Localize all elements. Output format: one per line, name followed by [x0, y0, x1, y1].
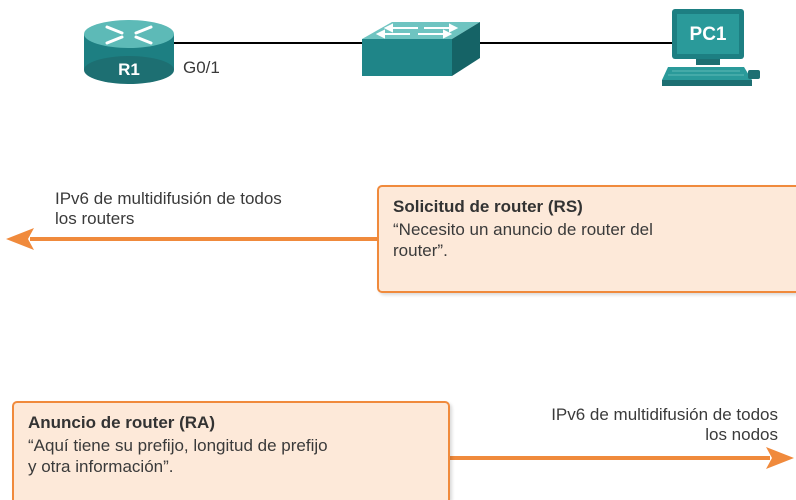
rs-message-title: Solicitud de router (RS) — [393, 197, 583, 216]
ra-destination-address: IPv6 de multidifusión de todos los nodos — [551, 405, 778, 444]
ra-message-text: “Aquí tiene su prefijo, longitud de pref… — [28, 436, 328, 476]
ra-message-title: Anuncio de router (RA) — [28, 413, 215, 432]
interface-g0-1-label: G0/1 — [183, 58, 220, 77]
rs-arrow — [6, 228, 378, 250]
router-r1-icon: R1 — [84, 20, 174, 84]
pc1-label: PC1 — [690, 24, 727, 45]
pc1-icon: PC1 — [662, 9, 760, 86]
rs-message-box: Solicitud de router (RS) “Necesito un an… — [377, 185, 796, 293]
rs-destination-address: IPv6 de multidifusión de todos los route… — [55, 189, 282, 228]
ra-arrow — [448, 447, 794, 469]
rs-message-text: “Necesito un anuncio de router del route… — [393, 220, 653, 260]
router-r1-label: R1 — [118, 60, 140, 79]
switch-icon — [362, 22, 480, 76]
ra-message-box: Anuncio de router (RA) “Aquí tiene su pr… — [12, 401, 450, 500]
